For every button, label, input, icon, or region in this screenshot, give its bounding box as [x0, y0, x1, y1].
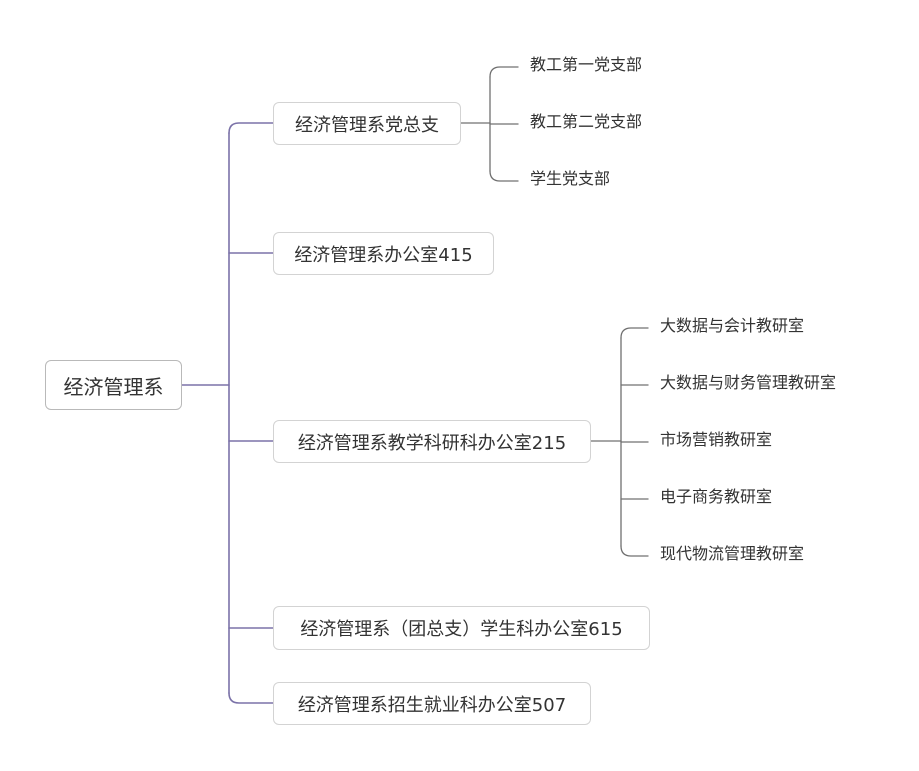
party-connector-edge-2	[489, 170, 519, 182]
teaching-connector-edge-4	[620, 545, 649, 557]
leaf-bigdata-accounting[interactable]: 大数据与会计教研室	[660, 316, 805, 335]
root-connector-edge-0	[228, 122, 274, 134]
branch-teaching-research-office[interactable]: 经济管理系教学科研科办公室215	[273, 420, 591, 463]
leaf-staff-branch-1[interactable]: 教工第一党支部	[530, 55, 643, 74]
party-connector-edge-0	[489, 66, 519, 78]
leaf-bigdata-finance[interactable]: 大数据与财务管理教研室	[660, 373, 837, 392]
branch-student-affairs-office[interactable]: 经济管理系（团总支）学生科办公室615	[273, 606, 650, 650]
root-connector-edge-4	[228, 692, 274, 704]
branch-office[interactable]: 经济管理系办公室415	[273, 232, 494, 275]
leaf-logistics[interactable]: 现代物流管理教研室	[660, 544, 805, 563]
leaf-student-branch[interactable]: 学生党支部	[530, 169, 611, 188]
leaf-staff-branch-2[interactable]: 教工第二党支部	[530, 112, 643, 131]
root-node[interactable]: 经济管理系	[45, 360, 182, 410]
leaf-marketing[interactable]: 市场营销教研室	[660, 430, 773, 449]
teaching-connector-edge-0	[620, 327, 649, 339]
leaf-ecommerce[interactable]: 电子商务教研室	[660, 487, 773, 506]
branch-party-committee[interactable]: 经济管理系党总支	[273, 102, 461, 145]
branch-admissions-employment-office[interactable]: 经济管理系招生就业科办公室507	[273, 682, 591, 725]
